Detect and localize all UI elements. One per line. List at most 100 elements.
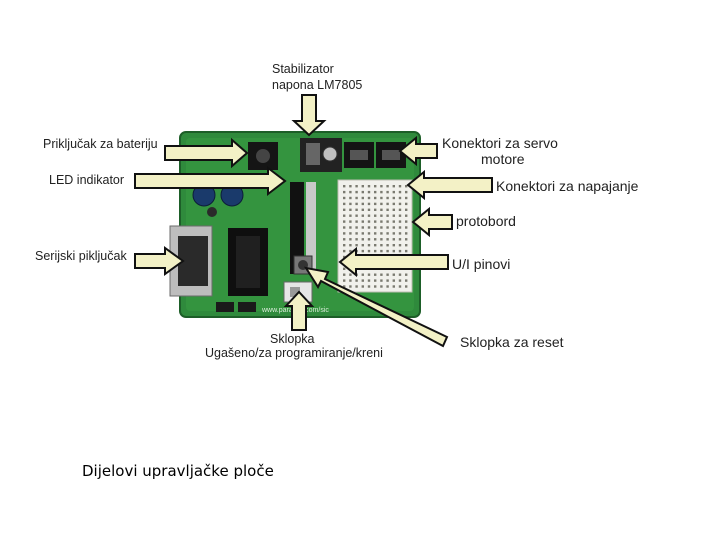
protoboard-hole xyxy=(355,185,358,188)
protoboard-hole xyxy=(380,208,383,211)
protoboard-hole xyxy=(405,244,408,247)
support-chips xyxy=(216,302,256,312)
protoboard-hole xyxy=(361,185,364,188)
protoboard-hole xyxy=(355,214,358,217)
protoboard-hole xyxy=(392,244,395,247)
protoboard-hole xyxy=(367,238,371,241)
label-prikljucak-baterija: Priključak za bateriju xyxy=(43,137,158,151)
serial-port xyxy=(169,225,213,297)
protoboard-hole xyxy=(405,226,408,229)
label-sklopka-line2: Ugašeno/za programiranje/kreni xyxy=(205,346,383,360)
protoboard-hole xyxy=(380,232,383,235)
protoboard-hole xyxy=(355,238,358,241)
protoboard-hole xyxy=(405,196,408,200)
protoboard-hole xyxy=(374,214,377,217)
protoboard-hole xyxy=(392,220,395,223)
protoboard-hole xyxy=(405,249,408,253)
label-ui-pinovi: U/I pinovi xyxy=(452,256,511,272)
protoboard-hole xyxy=(343,208,346,211)
label-konektori-servo-line2: motore xyxy=(481,151,525,167)
protoboard-hole xyxy=(343,185,346,188)
protoboard-hole xyxy=(386,238,389,241)
protoboard-hole xyxy=(405,214,408,217)
protoboard-hole xyxy=(392,214,395,217)
protoboard-hole xyxy=(392,238,395,241)
protoboard-hole xyxy=(361,285,364,288)
protoboard-hole xyxy=(386,226,389,229)
figure-caption: Dijelovi upravljačke ploče xyxy=(82,462,274,480)
protoboard-hole xyxy=(361,220,364,223)
protoboard-hole xyxy=(367,232,371,235)
protoboard-hole xyxy=(343,267,346,270)
protoboard-hole xyxy=(355,196,358,200)
protoboard-hole xyxy=(386,232,389,235)
protoboard-hole xyxy=(398,244,402,247)
protoboard-hole xyxy=(349,208,352,211)
protoboard-hole xyxy=(405,208,408,211)
label-konektori-servo-line1: Konektori za servo xyxy=(442,135,558,151)
protoboard-hole xyxy=(380,214,383,217)
protoboard-hole xyxy=(405,202,408,206)
protoboard-hole xyxy=(343,238,346,241)
protoboard-hole xyxy=(355,202,358,206)
protoboard-hole xyxy=(374,196,377,200)
protoboard-hole xyxy=(349,214,352,217)
protoboard-hole xyxy=(361,202,364,206)
protoboard-hole xyxy=(355,226,358,229)
protoboard-hole xyxy=(386,279,389,282)
battery-connector xyxy=(248,142,278,170)
protoboard-hole xyxy=(349,196,352,200)
label-stabilizator-line2: napona LM7805 xyxy=(272,78,363,92)
protoboard-hole xyxy=(398,220,402,223)
protoboard-hole xyxy=(361,279,364,282)
protoboard-hole xyxy=(355,190,358,194)
protoboard-hole xyxy=(367,185,371,188)
protoboard-hole xyxy=(361,232,364,235)
protoboard-hole xyxy=(392,232,395,235)
protoboard-hole xyxy=(361,196,364,200)
protoboard-hole xyxy=(349,244,352,247)
protoboard-hole xyxy=(405,232,408,235)
protoboard-hole xyxy=(405,279,408,282)
protoboard-hole xyxy=(405,273,408,276)
callout-arrows xyxy=(134,94,493,348)
protoboard-hole xyxy=(349,232,352,235)
arrow-protobord xyxy=(411,206,453,238)
protoboard-hole xyxy=(374,273,377,276)
protoboard-hole xyxy=(343,196,346,200)
protoboard-hole xyxy=(398,232,402,235)
protoboard-hole xyxy=(380,202,383,206)
protoboard-hole xyxy=(398,196,402,200)
arrow-konektori-servo xyxy=(398,135,438,167)
protoboard-hole xyxy=(349,202,352,206)
protoboard-hole xyxy=(361,249,364,253)
protoboard-hole xyxy=(361,208,364,211)
label-sklopka-reset: Sklopka za reset xyxy=(460,334,564,350)
protoboard-hole xyxy=(349,190,352,194)
protoboard-hole xyxy=(380,220,383,223)
protoboard-hole xyxy=(374,279,377,282)
protoboard-hole xyxy=(361,190,364,194)
protoboard-hole xyxy=(398,202,402,206)
protoboard-hole xyxy=(392,279,395,282)
protoboard-hole xyxy=(361,226,364,229)
protoboard-hole xyxy=(355,244,358,247)
protoboard-hole xyxy=(380,249,383,253)
protoboard-hole xyxy=(398,214,402,217)
protoboard-hole xyxy=(380,285,383,288)
protoboard-hole xyxy=(386,273,389,276)
protoboard-hole xyxy=(386,249,389,253)
protoboard-hole xyxy=(386,190,389,194)
protoboard-hole xyxy=(398,273,402,276)
protoboard-hole xyxy=(398,185,402,188)
protoboard-hole xyxy=(361,244,364,247)
protoboard-hole xyxy=(374,208,377,211)
protoboard-hole xyxy=(374,244,377,247)
protoboard-hole xyxy=(343,285,346,288)
protoboard-hole xyxy=(398,190,402,194)
protoboard-hole xyxy=(343,232,346,235)
protoboard-hole xyxy=(380,226,383,229)
protoboard-hole xyxy=(380,273,383,276)
arrow-sklopka xyxy=(283,290,315,331)
arrow-konektori-napajanje xyxy=(406,169,493,201)
